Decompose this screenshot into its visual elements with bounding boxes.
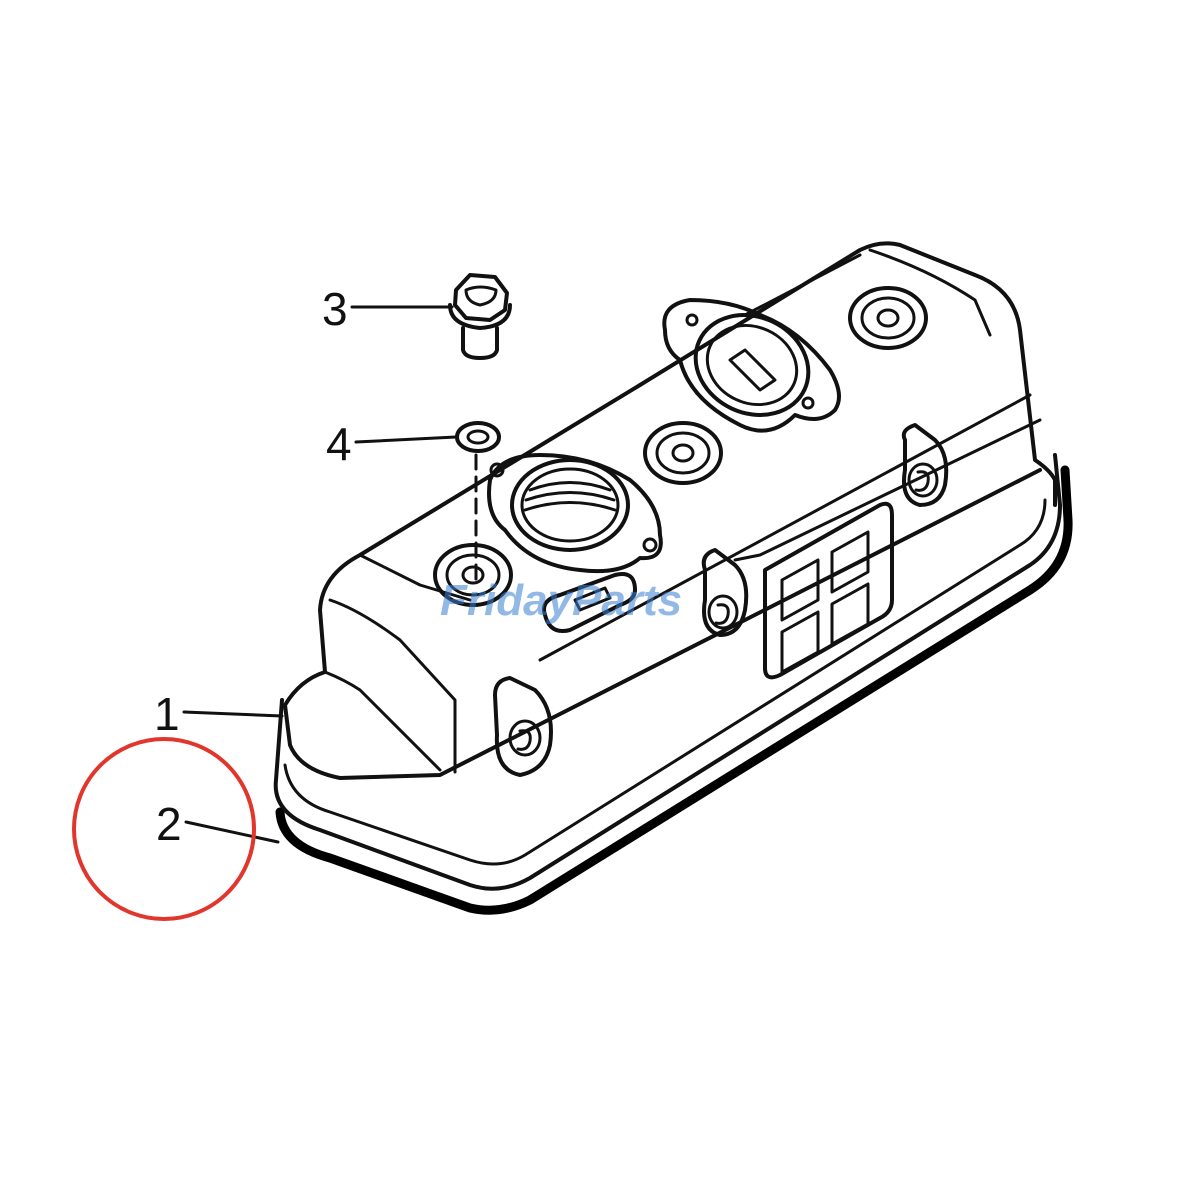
cover-flange	[273, 453, 1062, 891]
callout-label-3: 3	[322, 283, 348, 335]
valve-cover	[273, 241, 1073, 915]
leader-line-1	[182, 710, 284, 718]
filler-neck-upper	[662, 298, 841, 433]
gasket-edge	[275, 465, 1073, 915]
cover-front-face	[323, 598, 457, 774]
highlight-circle	[72, 737, 256, 921]
boss-1	[848, 286, 928, 350]
breather-fitting	[542, 572, 637, 633]
bolt	[448, 273, 512, 360]
mount-lug-3	[493, 676, 553, 777]
leader-line-4	[354, 435, 458, 444]
cover-body	[283, 241, 1057, 780]
leader-line-2	[184, 820, 280, 844]
watermark-text: FridayParts	[440, 576, 682, 625]
callout-label-4: 4	[326, 418, 352, 470]
baffle-panel	[763, 501, 894, 680]
filler-neck-lower	[487, 453, 663, 574]
callout-label-1: 1	[154, 688, 180, 740]
mount-lug-1	[901, 423, 949, 507]
boss-3	[433, 543, 513, 607]
boss-2	[643, 421, 723, 485]
mount-lug-2	[701, 548, 749, 637]
cover-top-ridge	[358, 248, 992, 602]
cover-flange-inner	[283, 498, 1047, 866]
washer	[455, 421, 501, 453]
callout-label-2: 2	[156, 798, 182, 850]
